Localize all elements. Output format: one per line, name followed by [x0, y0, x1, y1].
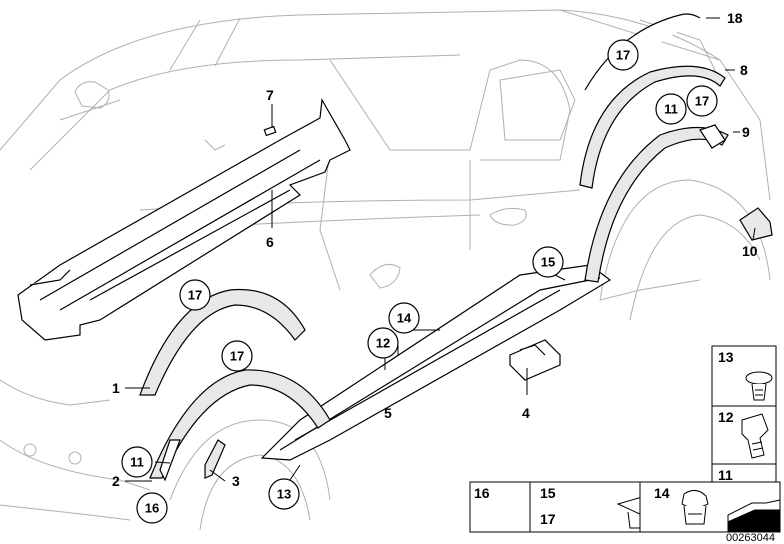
callout-17-rear-mid: 17 [686, 85, 718, 117]
callout-17-front-mid: 17 [221, 340, 253, 372]
legend-17: 17 [540, 511, 556, 527]
callout-17-rear-top: 17 [607, 39, 639, 71]
callout-18: 18 [727, 10, 743, 26]
part-clip-4 [509, 339, 562, 381]
callout-7: 7 [266, 87, 274, 103]
svg-text:13: 13 [277, 487, 291, 502]
legend-bottom-row: 16 15 17 14 [469, 481, 781, 533]
callout-6: 6 [266, 234, 274, 250]
svg-text:12: 12 [376, 336, 390, 351]
callout-10: 10 [742, 243, 758, 259]
part-wheel-arch-rear-9 [584, 124, 729, 283]
part-wheel-arch-rear-8 [579, 65, 726, 189]
part-sill-reinforcement [17, 98, 351, 341]
part-rear-end-piece-10 [739, 207, 773, 241]
clip-14-icon [681, 490, 709, 525]
part-trim-small-3 [204, 439, 226, 479]
svg-text:14: 14 [397, 311, 412, 326]
svg-text:17: 17 [230, 349, 244, 364]
callout-9: 9 [742, 124, 750, 140]
legend-12: 12 [718, 409, 734, 425]
callout-1: 1 [112, 380, 120, 396]
clip-13-icon [745, 371, 773, 401]
callout-17-front-top: 17 [179, 279, 211, 311]
legend-15: 15 [540, 485, 556, 501]
svg-text:16: 16 [145, 501, 159, 516]
callout-13: 13 [268, 478, 300, 510]
part-wheel-arch-rear-18 [584, 13, 701, 91]
callout-labels: 7 6 1 2 3 5 4 18 8 9 10 [112, 10, 758, 489]
callout-8: 8 [740, 62, 748, 78]
part-wheel-arch-front-upper [139, 288, 306, 396]
svg-text:15: 15 [541, 255, 555, 270]
part-wheel-arch-front-lower [149, 369, 331, 482]
callout-11-front: 11 [121, 446, 153, 478]
legend-13: 13 [718, 349, 734, 365]
part-rocker-panel [260, 264, 612, 461]
callout-16: 16 [136, 492, 168, 524]
callout-15: 15 [532, 246, 564, 278]
callout-3: 3 [232, 473, 240, 489]
legend-16: 16 [474, 485, 490, 501]
leader-lines [125, 17, 756, 482]
svg-text:17: 17 [616, 48, 630, 63]
callout-4: 4 [522, 405, 530, 421]
callout-2: 2 [112, 473, 120, 489]
callout-5: 5 [384, 405, 392, 421]
legend-14: 14 [654, 485, 670, 501]
callout-12: 12 [367, 327, 399, 359]
document-id: 00263044 [726, 532, 775, 544]
svg-text:17: 17 [695, 94, 709, 109]
svg-text:11: 11 [130, 455, 144, 470]
clip-12-icon [741, 413, 769, 459]
legend-11: 11 [718, 467, 733, 483]
svg-text:11: 11 [664, 102, 678, 117]
callout-11-rear: 11 [655, 93, 687, 125]
arrow-direction-icon [727, 499, 781, 532]
circled-callouts: 17 11 17 15 14 12 17 17 [121, 39, 718, 524]
svg-text:17: 17 [188, 288, 202, 303]
callout-14: 14 [388, 302, 420, 334]
